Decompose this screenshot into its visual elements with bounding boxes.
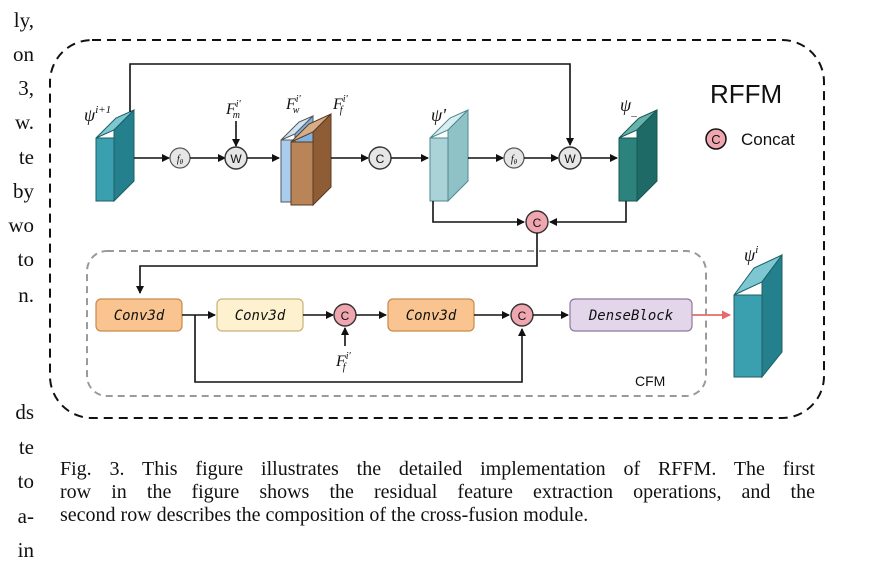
- rffm-title: RFFM: [710, 79, 782, 109]
- denseblock-label: DenseBlock: [588, 308, 674, 324]
- fragment: n.: [18, 283, 34, 307]
- fragment: to: [17, 469, 34, 493]
- cfm-skip-connection: [194, 315, 526, 383]
- concat-legend-icon: [705, 128, 727, 150]
- svg-text:C: C: [376, 152, 385, 166]
- concat-legend-label: Concat: [741, 130, 795, 149]
- psi-prime-label: ψ': [431, 105, 447, 125]
- fragment: in: [17, 538, 34, 562]
- cfm-frame: [86, 250, 707, 397]
- cfm-label: CFM: [635, 373, 665, 389]
- input-label: ψi+1: [84, 104, 111, 125]
- rffm-frame: [49, 39, 825, 419]
- caption-line-1: Fig. 3. This figure illustrates the deta…: [60, 458, 815, 480]
- psi-prime-block: [429, 108, 469, 203]
- caption-line-2: row in the figure shows the residual fea…: [60, 481, 815, 503]
- skip-connection: [129, 63, 574, 146]
- fragment: on: [13, 42, 34, 66]
- fw-label: Fi'w: [285, 94, 302, 116]
- fragment: 3,: [18, 76, 34, 100]
- caption-line-3: second row describes the composition of …: [60, 504, 589, 526]
- fragment: by: [13, 179, 34, 203]
- output-label: ψi: [744, 244, 758, 265]
- input-feature-block: [95, 108, 135, 203]
- svg-text:W: W: [564, 152, 576, 166]
- fragment: w.: [14, 110, 34, 134]
- weighted-feature-stack: [280, 112, 332, 207]
- svg-text:fθ: fθ: [511, 154, 518, 166]
- svg-text:W: W: [230, 152, 242, 166]
- left-column-fragments: ly, on 3, w. te by wo to n. ds te to a- …: [0, 0, 34, 565]
- fragment: ds: [15, 400, 34, 424]
- figure-caption: Fig. 3. This figure illustrates the deta…: [60, 458, 815, 527]
- conv3d-label-3: Conv3d: [406, 308, 457, 324]
- fragment: wo: [8, 213, 34, 237]
- psi-minus-label: ψ_: [620, 95, 637, 118]
- output-feature-block: [733, 253, 783, 379]
- svg-text:C: C: [518, 309, 527, 323]
- ff-input-label: Fi'f: [335, 351, 352, 373]
- fragment: te: [18, 145, 34, 169]
- fm-label: Fi'm: [225, 99, 242, 121]
- svg-text:C: C: [341, 309, 350, 323]
- conv3d-label-1: Conv3d: [114, 308, 165, 324]
- svg-text:C: C: [533, 216, 542, 230]
- svg-text:fθ: fθ: [177, 154, 184, 166]
- fragment: a-: [17, 504, 34, 528]
- concat-legend-symbol: C: [711, 132, 720, 147]
- psi-minus-block: [618, 108, 658, 203]
- conv3d-label-2: Conv3d: [235, 308, 286, 324]
- fragment: to: [17, 247, 34, 271]
- fragment: ly,: [13, 8, 34, 32]
- ff-label: Fi'f: [332, 94, 349, 116]
- fragment: te: [18, 435, 34, 459]
